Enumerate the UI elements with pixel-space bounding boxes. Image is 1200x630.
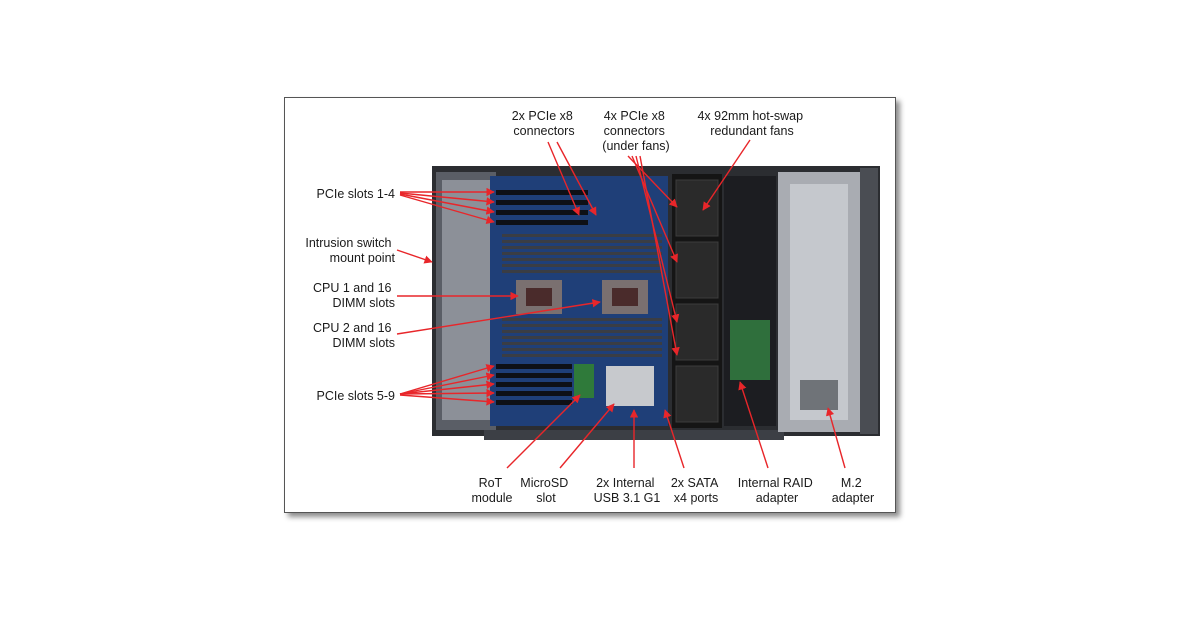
label-microsd: MicroSD slot bbox=[520, 476, 571, 505]
pcie-slots-1-4 bbox=[496, 190, 588, 225]
arrow-pcie-x8-a bbox=[547, 141, 580, 216]
label-usb: 2x Internal USB 3.1 G1 bbox=[594, 476, 661, 505]
arrow-pcie-5 bbox=[399, 364, 495, 395]
arrow-under-fans-c bbox=[635, 155, 680, 323]
raid-adapter-board bbox=[730, 320, 770, 380]
arrow-intrusion bbox=[396, 249, 433, 264]
label-rot-module: RoT module bbox=[472, 476, 513, 505]
label-cpu2: CPU 2 and 16 DIMM slots bbox=[313, 321, 395, 350]
arrow-under-fans-b bbox=[631, 155, 678, 263]
arrow-pcie-4 bbox=[399, 194, 495, 224]
arrow-pcie-3 bbox=[399, 193, 495, 215]
callout-arrows bbox=[396, 139, 846, 469]
arrow-under-fans-d bbox=[639, 155, 680, 356]
arrow-rot bbox=[506, 394, 581, 469]
arrow-m2 bbox=[826, 407, 846, 469]
rot-module-board bbox=[574, 364, 594, 398]
server-chassis bbox=[432, 166, 880, 440]
dimm-slots-upper bbox=[502, 234, 662, 273]
arrow-pcie-8 bbox=[399, 388, 495, 398]
arrow-pcie-7 bbox=[399, 380, 495, 395]
label-pcie-slots-5-9: PCIe slots 5-9 bbox=[316, 389, 395, 403]
pcie-slots-5-9 bbox=[496, 364, 572, 405]
label-cpu1: CPU 1 and 16 DIMM slots bbox=[313, 281, 395, 310]
dimm-slots-lower bbox=[502, 318, 662, 357]
arrow-pcie-2 bbox=[399, 192, 495, 206]
arrow-pcie-x8-b bbox=[556, 141, 597, 216]
label-pcie-slots-1-4: PCIe slots 1-4 bbox=[316, 187, 395, 201]
arrow-microsd bbox=[559, 403, 615, 469]
arrow-fans bbox=[702, 139, 751, 211]
arrow-cpu2 bbox=[396, 299, 601, 335]
cpu2-die bbox=[612, 288, 638, 306]
label-sata: 2x SATA x4 ports bbox=[671, 476, 721, 505]
label-pcie-x8-under-fans: 4x PCIe x8 connectors (under fans) bbox=[602, 109, 669, 153]
m2-adapter-board bbox=[800, 380, 838, 410]
arrow-sata bbox=[663, 409, 685, 469]
callout-labels: 2x PCIe x8 connectors 4x PCIe x8 connect… bbox=[305, 109, 874, 505]
arrow-pcie-6 bbox=[399, 372, 495, 395]
cable-area bbox=[724, 176, 776, 426]
label-intrusion-switch: Intrusion switch mount point bbox=[305, 236, 395, 265]
chassis-side-panel bbox=[860, 168, 878, 434]
fan-units bbox=[675, 179, 719, 423]
label-pcie-x8-connectors: 2x PCIe x8 connectors bbox=[512, 109, 577, 138]
label-raid: Internal RAID adapter bbox=[738, 476, 817, 505]
arrow-raid bbox=[738, 381, 769, 469]
cpu1-die bbox=[526, 288, 552, 306]
label-fans: 4x 92mm hot-swap redundant fans bbox=[697, 109, 806, 138]
label-m2: M.2 adapter bbox=[832, 476, 874, 505]
chipset-heatsink bbox=[606, 366, 654, 406]
arrow-pcie-9 bbox=[399, 394, 495, 406]
